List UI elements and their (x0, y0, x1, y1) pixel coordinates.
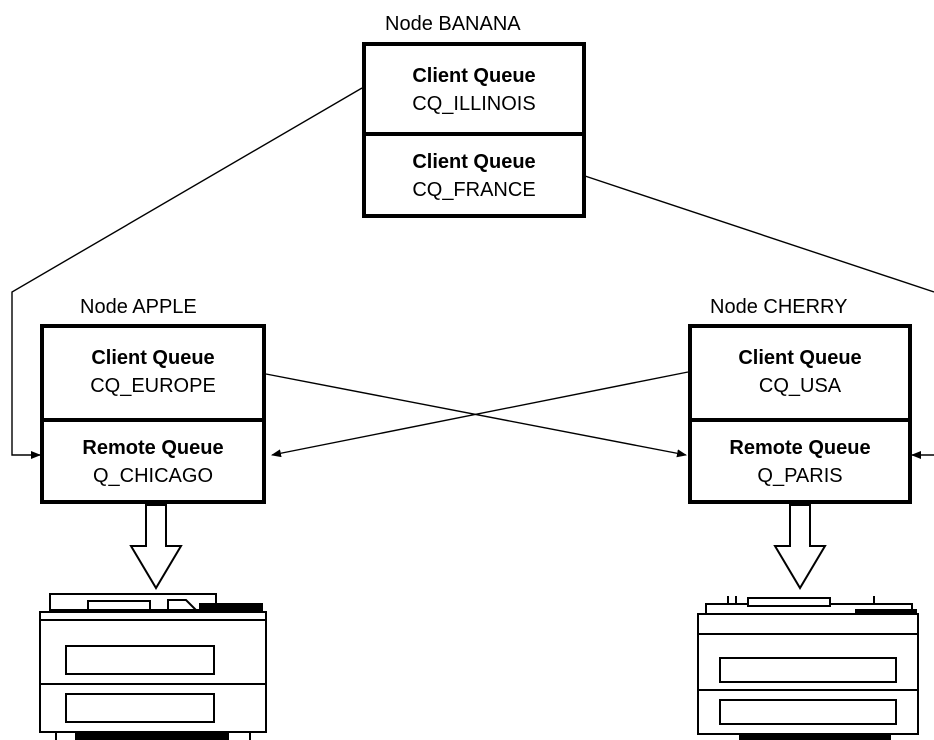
queue-type-label: Client Queue (412, 65, 536, 87)
printer-icon (697, 596, 919, 740)
queue-q-chicago: Remote Queue Q_CHICAGO (44, 418, 262, 500)
queue-name-label: CQ_EUROPE (90, 375, 216, 397)
connector-usa-to-chicago (271, 371, 689, 458)
connector-illinois-to-chicago (11, 87, 363, 459)
queue-name-label: CQ_FRANCE (412, 179, 536, 201)
queue-cq-usa: Client Queue CQ_USA (692, 328, 908, 418)
queue-type-label: Client Queue (412, 151, 536, 173)
node-cherry-label: Node CHERRY (710, 296, 848, 318)
printer-icon (39, 593, 267, 740)
queue-cq-illinois: Client Queue CQ_ILLINOIS (366, 46, 582, 132)
node-banana-box: Client Queue CQ_ILLINOIS Client Queue CQ… (362, 42, 586, 218)
down-arrow-icon (773, 504, 827, 590)
queue-type-label: Client Queue (738, 347, 862, 369)
queue-type-label: Remote Queue (729, 437, 871, 459)
queue-name-label: CQ_USA (758, 375, 842, 397)
queue-name-label: Q_PARIS (757, 465, 843, 487)
node-banana-label: Node BANANA (385, 13, 521, 35)
node-apple-label: Node APPLE (80, 296, 197, 318)
queue-name-label: Q_CHICAGO (92, 465, 214, 487)
node-cherry-box: Client Queue CQ_USA Remote Queue Q_PARIS (688, 324, 912, 504)
queue-q-paris: Remote Queue Q_PARIS (692, 418, 908, 500)
queue-cq-europe: Client Queue CQ_EUROPE (44, 328, 262, 418)
queue-type-label: Remote Queue (82, 437, 224, 459)
node-apple-box: Client Queue CQ_EUROPE Remote Queue Q_CH… (40, 324, 266, 504)
connector-france-to-paris (584, 175, 934, 293)
down-arrow-icon (129, 504, 183, 590)
queue-name-label: CQ_ILLINOIS (412, 93, 536, 115)
queue-type-label: Client Queue (91, 347, 215, 369)
queue-cq-france: Client Queue CQ_FRANCE (366, 132, 582, 214)
